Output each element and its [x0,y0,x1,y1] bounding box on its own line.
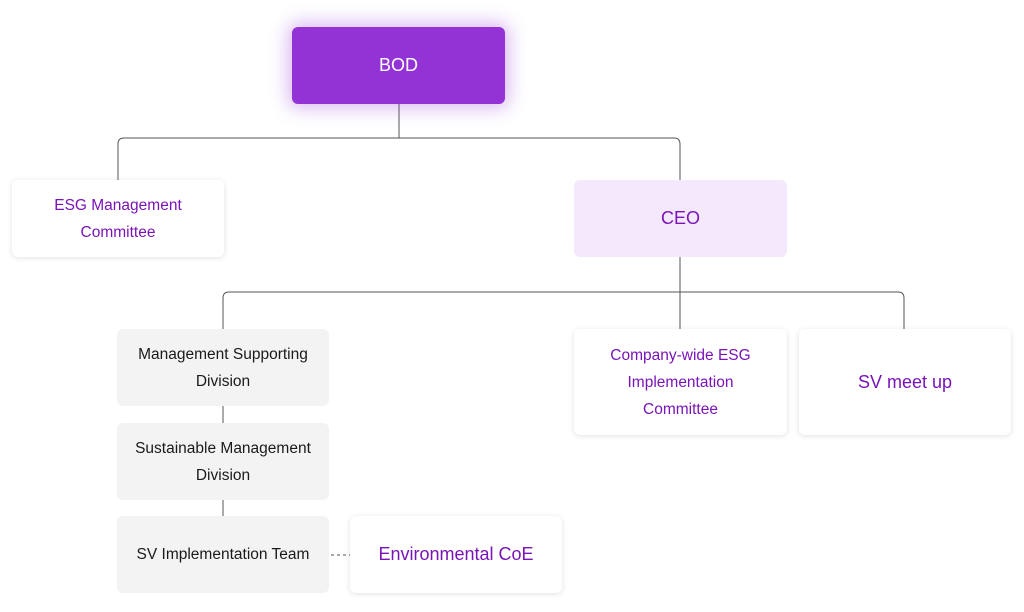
sustainable-management-division-label: Sustainable Management Division [135,439,311,484]
management-supporting-division-box: Management Supporting Division [117,329,329,406]
company-wide-esg-committee-box: Company-wide ESG Implementation Committe… [574,329,787,435]
sv-implementation-team-box: SV Implementation Team [117,516,329,593]
environmental-coe-label: Environmental CoE [378,544,534,564]
ceo-branch-connector [222,291,905,329]
sv-implementation-team-label: SV Implementation Team [136,546,310,563]
sustainable-management-division-box: Sustainable Management Division [117,423,329,500]
bod-branch-connector [117,137,681,180]
esg-management-committee-label: ESG Management Committee [54,196,182,241]
management-supporting-division-label: Management Supporting Division [138,345,308,390]
ceo-label: CEO [660,208,700,228]
ceo-box: CEO [574,180,787,257]
bod-box: BOD [292,27,505,104]
sv-meet-up-label: SV meet up [857,371,953,392]
esg-management-committee-box: ESG Management Committee [12,180,224,257]
bod-label: BOD [378,55,418,75]
company-wide-esg-committee-label: Company-wide ESG Implementation Committe… [610,346,751,418]
environmental-coe-box: Environmental CoE [350,516,562,593]
sv-meet-up-box: SV meet up [799,329,1011,435]
